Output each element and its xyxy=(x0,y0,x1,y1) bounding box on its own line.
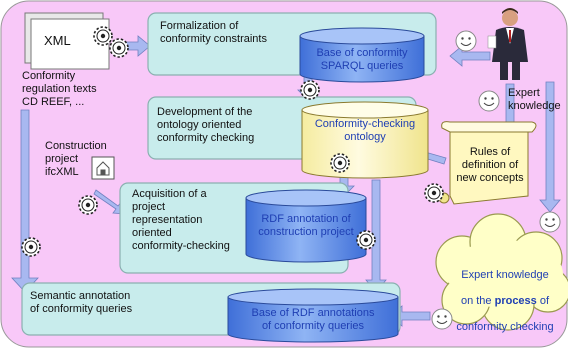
cloud-line-2-post: of xyxy=(536,295,550,307)
cylinder-rdf-annotation xyxy=(245,189,367,263)
development-label: Development of the ontology oriented con… xyxy=(157,106,255,144)
acquisition-label: Acquisition of a project representation … xyxy=(132,188,230,252)
cylinder-sparql-base xyxy=(299,27,425,83)
expert-cloud xyxy=(435,213,568,331)
expert-person-icon xyxy=(487,8,528,80)
rdf-annotation-label: RDF annotation of construction project xyxy=(258,213,354,238)
cylinder-rdf-base xyxy=(227,288,399,343)
expert-knowledge-label: Expert knowledge xyxy=(508,87,561,112)
regulation-texts-label: Conformity regulation texts CD REEF, ... xyxy=(22,70,97,108)
cloud-line-3: conformity checking xyxy=(456,321,554,333)
xml-label: XML xyxy=(44,33,71,48)
cloud-label: Expert knowledge on the process of confo… xyxy=(452,256,558,334)
rdf-base-label: Base of RDF annotations of conformity qu… xyxy=(251,307,375,332)
xml-document-icon xyxy=(24,12,110,70)
cloud-line-2-pre: on the xyxy=(460,295,495,307)
arrow-expert-to-cloud xyxy=(539,81,561,213)
house-icon xyxy=(91,156,115,180)
ontology-label: Conformity-checking ontology xyxy=(314,118,416,143)
arrow-expert-to-sparql xyxy=(449,45,491,67)
rules-scroll xyxy=(438,121,537,205)
semantic-annotation-label: Semantic annotation of conformity querie… xyxy=(30,290,133,315)
cloud-line-1: Expert knowledge xyxy=(461,269,549,281)
rules-scroll-label: Rules of definition of new concepts xyxy=(456,146,524,184)
cloud-line-2-bold: process xyxy=(494,295,537,307)
formalization-label: Formalization of conformity constraints xyxy=(160,20,267,45)
construction-project-label: Construction project ifcXML xyxy=(45,140,107,178)
sparql-base-label: Base of conformity SPARQL queries xyxy=(316,47,408,72)
cylinder-ontology xyxy=(301,101,429,179)
